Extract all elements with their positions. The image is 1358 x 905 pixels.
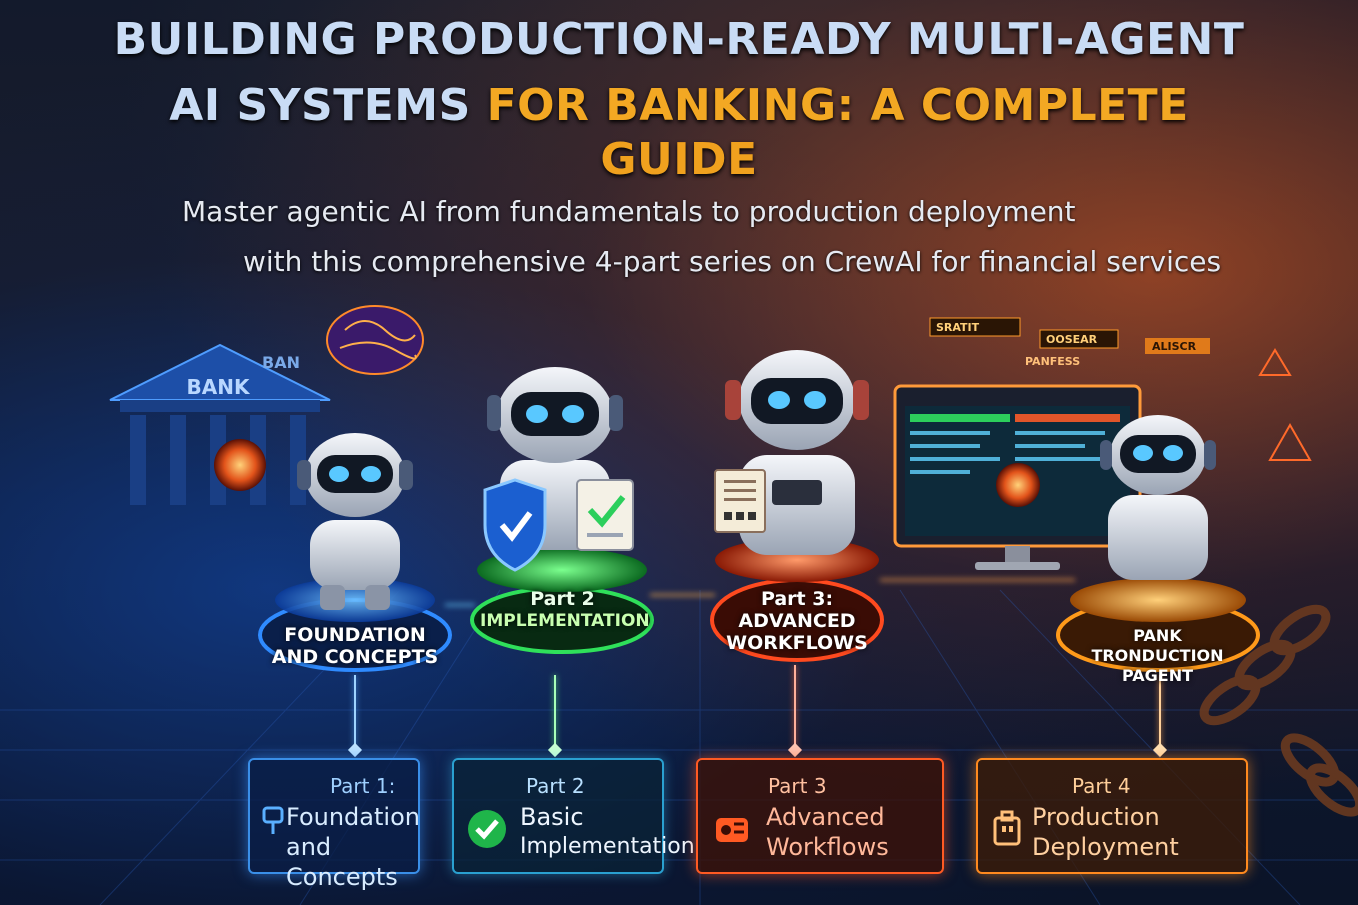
platform-1-label-line-2: AND CONCEPTS bbox=[271, 646, 439, 668]
card-4-line-1: Production bbox=[1032, 803, 1160, 831]
robot-4 bbox=[1100, 415, 1216, 580]
card-2-title: Basic Implementation bbox=[520, 802, 695, 862]
platform-2-label-line-1: Part 2 bbox=[530, 588, 595, 610]
card-4-part: Part 4 bbox=[1072, 774, 1131, 798]
card-3-title: Advanced Workflows bbox=[766, 802, 889, 862]
platform-4 bbox=[1056, 578, 1260, 672]
subtitle-line-2: with this comprehensive 4-part series on… bbox=[243, 245, 1222, 278]
energy-orb-icon bbox=[214, 439, 266, 491]
card-part-1[interactable]: Part 1: Foundation and Concepts bbox=[248, 758, 420, 891]
card-2-part: Part 2 bbox=[526, 774, 585, 798]
screen-tag-1: SRATIT bbox=[936, 321, 980, 334]
building-icon bbox=[993, 810, 1021, 846]
platform-3-label-line-2: ADVANCED bbox=[738, 610, 856, 632]
check-circle-icon bbox=[468, 810, 506, 848]
screen-tag-2: OOSEAR bbox=[1046, 333, 1098, 346]
document-icon bbox=[714, 469, 766, 533]
card-1-part: Part 1: bbox=[330, 774, 396, 798]
bank-sign: BANK bbox=[187, 375, 251, 399]
title-line-3: GUIDE bbox=[600, 134, 758, 185]
subtitle-line-1: Master agentic AI from fundamentals to p… bbox=[182, 195, 1076, 228]
title-line-2: AI SYSTEMS FOR BANKING: A COMPLETE bbox=[0, 80, 1358, 131]
card-4-line-2: Deployment bbox=[1032, 833, 1179, 861]
title-for-banking: FOR BANKING: A COMPLETE bbox=[486, 80, 1189, 131]
card-1-line-1: Foundation bbox=[286, 803, 420, 831]
shield-icon bbox=[483, 478, 547, 572]
robot-1 bbox=[297, 433, 413, 610]
scene-illustration: BANK BAN SRATIT OOSEAR ALISCR PANFESS bbox=[0, 305, 1358, 905]
checklist-icon bbox=[576, 479, 634, 551]
card-2-line-1: Basic bbox=[520, 803, 584, 831]
platform-4-label-line-2: PAGENT bbox=[1121, 666, 1193, 685]
platform-1-label-line-1: FOUNDATION bbox=[284, 624, 426, 646]
card-3-part: Part 3 bbox=[768, 774, 827, 798]
platform-1-label: FOUNDATION AND CONCEPTS bbox=[270, 624, 440, 668]
warning-icon bbox=[1258, 348, 1312, 461]
screen-tag-4: PANFESS bbox=[1025, 355, 1080, 368]
title-ai-systems: AI SYSTEMS bbox=[169, 80, 471, 131]
card-2-line-2: Implementation bbox=[520, 834, 695, 859]
card-3-line-2: Workflows bbox=[766, 833, 889, 861]
title-line-1: BUILDING PRODUCTION-READY MULTI-AGENT bbox=[113, 14, 1245, 65]
card-1-line-2: and Concepts bbox=[286, 833, 398, 891]
connector-nodes bbox=[347, 742, 1168, 758]
platform-3-label-line-3: WORKFLOWS bbox=[726, 632, 868, 654]
platform-2-label-line-2: IMPLEMENTATION bbox=[480, 611, 650, 631]
platform-4-label: PANK TRONDUCTION PAGENT bbox=[1070, 626, 1245, 686]
brain-icon bbox=[326, 305, 424, 375]
card-part-4[interactable]: Part 4 Production Deployment bbox=[976, 758, 1248, 874]
platform-3-label: Part 3: ADVANCED WORKFLOWS bbox=[718, 588, 876, 654]
platform-4-label-line-1: PANK TRONDUCTION bbox=[1091, 626, 1224, 665]
chain-icon bbox=[1199, 604, 1358, 817]
card-3-line-1: Advanced bbox=[766, 803, 885, 831]
energy-orb-2-icon bbox=[996, 463, 1040, 507]
robot-3 bbox=[725, 350, 869, 555]
card-part-3[interactable]: Part 3 Advanced Workflows bbox=[696, 758, 944, 874]
pin-icon bbox=[262, 806, 284, 834]
bank-small-sign: BAN bbox=[262, 353, 300, 372]
platform-1 bbox=[258, 578, 452, 672]
card-part-2[interactable]: Part 2 Basic Implementation bbox=[452, 758, 695, 874]
workflow-icon bbox=[716, 818, 748, 842]
card-4-title: Production Deployment bbox=[1032, 802, 1179, 862]
platform-3-label-line-1: Part 3: bbox=[760, 588, 834, 610]
screen-tag-3: ALISCR bbox=[1152, 340, 1197, 353]
platform-2-label: Part 2 IMPLEMENTATION bbox=[480, 588, 650, 632]
card-1-title: Foundation and Concepts bbox=[286, 802, 420, 892]
